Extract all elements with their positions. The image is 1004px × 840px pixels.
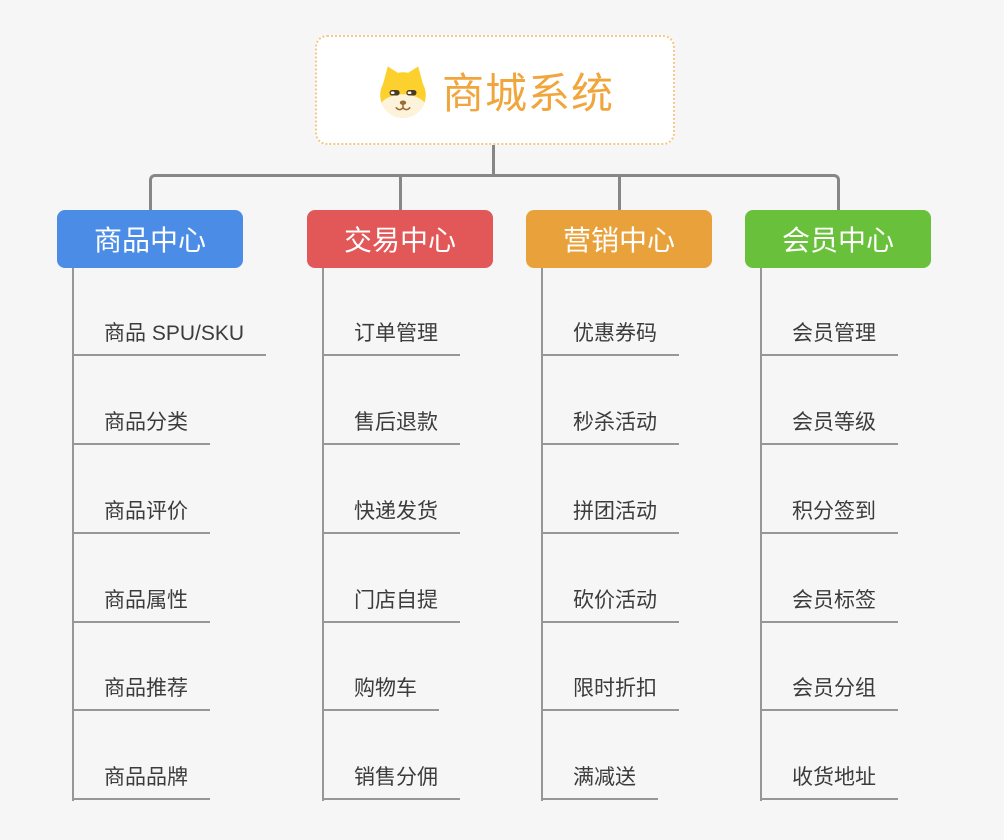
connector-drop-marketing bbox=[618, 174, 621, 211]
leaf-label: 会员等级 bbox=[792, 411, 876, 434]
leaf-label: 商品评价 bbox=[104, 500, 188, 523]
leaf-label: 会员分组 bbox=[792, 677, 876, 700]
branch-spine-line bbox=[72, 268, 74, 801]
leaf-label: 订单管理 bbox=[354, 322, 438, 345]
leaf-label: 售后退款 bbox=[354, 411, 438, 434]
leaf-label: 商品属性 bbox=[104, 589, 188, 612]
leaf-label: 购物车 bbox=[354, 677, 417, 700]
leaf-label: 商品分类 bbox=[104, 411, 188, 434]
leaf-label: 会员标签 bbox=[792, 589, 876, 612]
leaf-node[interactable]: 砍价活动 bbox=[541, 581, 679, 623]
leaf-node[interactable]: 商品品牌 bbox=[72, 758, 210, 800]
branch-column-member-center: 会员中心 会员管理 会员等级 积分签到 会员标签 会员分组 收货地址 bbox=[745, 210, 995, 810]
leaf-node[interactable]: 商品属性 bbox=[72, 581, 210, 623]
root-node-label: 商城系统 bbox=[441, 69, 614, 117]
leaf-node[interactable]: 快递发货 bbox=[322, 492, 460, 534]
leaf-label: 收货地址 bbox=[792, 766, 876, 789]
leaf-label: 商品推荐 bbox=[104, 677, 188, 700]
leaf-label: 销售分佣 bbox=[354, 766, 438, 789]
leaf-node[interactable]: 订单管理 bbox=[322, 314, 460, 356]
leaf-label: 快递发货 bbox=[354, 500, 438, 523]
leaf-node[interactable]: 积分签到 bbox=[760, 492, 898, 534]
branch-node-marketing-center[interactable]: 营销中心 bbox=[526, 210, 712, 268]
leaf-node[interactable]: 收货地址 bbox=[760, 758, 898, 800]
leaf-node[interactable]: 购物车 bbox=[322, 669, 439, 711]
leaf-node[interactable]: 会员分组 bbox=[760, 669, 898, 711]
branch-column-trade-center: 交易中心 订单管理 售后退款 快递发货 门店自提 购物车 销售分佣 bbox=[307, 210, 557, 810]
leaf-label: 砍价活动 bbox=[573, 589, 657, 612]
leaf-node[interactable]: 限时折扣 bbox=[541, 669, 679, 711]
leaf-node[interactable]: 会员管理 bbox=[760, 314, 898, 356]
branch-spine-line bbox=[760, 268, 762, 801]
branch-label: 营销中心 bbox=[562, 225, 675, 256]
branch-column-product-center: 商品中心 商品 SPU/SKU 商品分类 商品评价 商品属性 商品推荐 商品品牌 bbox=[57, 210, 307, 810]
leaf-label: 会员管理 bbox=[792, 322, 876, 345]
leaf-node[interactable]: 优惠券码 bbox=[541, 314, 679, 356]
leaf-label: 商品 SPU/SKU bbox=[104, 322, 245, 345]
leaf-node[interactable]: 商品评价 bbox=[72, 492, 210, 534]
leaf-label: 限时折扣 bbox=[573, 677, 657, 700]
leaf-label: 积分签到 bbox=[792, 500, 876, 523]
connector-drop-trade bbox=[399, 174, 402, 211]
leaf-node[interactable]: 商品 SPU/SKU bbox=[72, 314, 267, 356]
branch-label: 商品中心 bbox=[93, 225, 206, 256]
leaf-label: 拼团活动 bbox=[573, 500, 657, 523]
connector-root-stub bbox=[492, 145, 495, 176]
leaf-node[interactable]: 满减送 bbox=[541, 758, 658, 800]
leaf-node[interactable]: 商品推荐 bbox=[72, 669, 210, 711]
branch-node-trade-center[interactable]: 交易中心 bbox=[307, 210, 493, 268]
branch-spine-line bbox=[322, 268, 324, 801]
branch-column-marketing-center: 营销中心 优惠券码 秒杀活动 拼团活动 砍价活动 限时折扣 满减送 bbox=[526, 210, 776, 810]
connector-bus-right bbox=[494, 174, 840, 211]
branch-spine-line bbox=[541, 268, 543, 801]
leaf-node[interactable]: 销售分佣 bbox=[322, 758, 460, 800]
leaf-node[interactable]: 会员等级 bbox=[760, 403, 898, 445]
leaf-node[interactable]: 拼团活动 bbox=[541, 492, 679, 534]
leaf-label: 满减送 bbox=[573, 766, 636, 789]
branch-label: 会员中心 bbox=[781, 225, 894, 256]
leaf-node[interactable]: 商品分类 bbox=[72, 403, 210, 445]
leaf-label: 商品品牌 bbox=[104, 766, 188, 789]
root-node-mall-system[interactable]: 商城系统 bbox=[315, 35, 675, 145]
leaf-label: 秒杀活动 bbox=[573, 411, 657, 434]
leaf-node[interactable]: 售后退款 bbox=[322, 403, 460, 445]
dog-face-icon bbox=[380, 66, 426, 118]
branch-label: 交易中心 bbox=[343, 225, 456, 256]
leaf-node[interactable]: 秒杀活动 bbox=[541, 403, 679, 445]
leaf-label: 门店自提 bbox=[354, 589, 438, 612]
connector-bus-left bbox=[149, 174, 495, 211]
leaf-node[interactable]: 会员标签 bbox=[760, 581, 898, 623]
branch-node-product-center[interactable]: 商品中心 bbox=[57, 210, 243, 268]
leaf-label: 优惠券码 bbox=[573, 322, 657, 345]
leaf-node[interactable]: 门店自提 bbox=[322, 581, 460, 623]
branch-node-member-center[interactable]: 会员中心 bbox=[745, 210, 931, 268]
